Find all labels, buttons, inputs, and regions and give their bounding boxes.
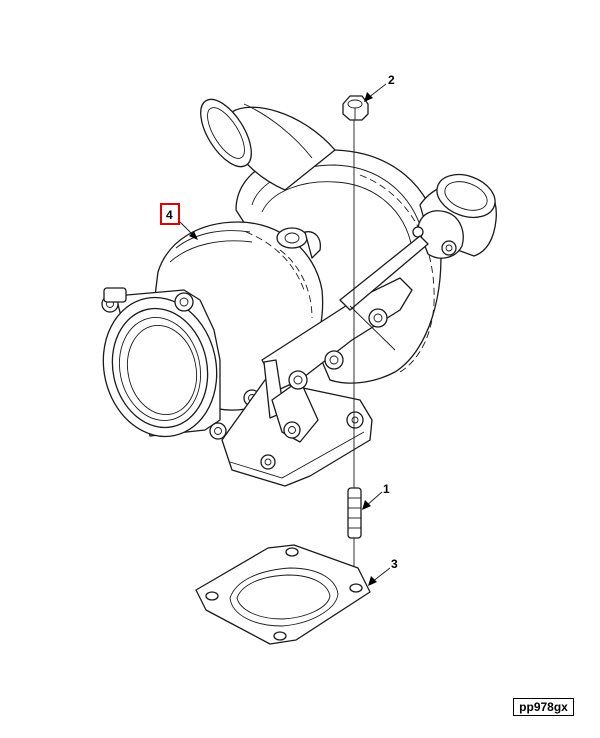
gasket-part-3 xyxy=(195,544,371,645)
wastegate-actuator xyxy=(412,173,497,259)
flange-bolts xyxy=(101,287,261,440)
compressor-inlet-flange xyxy=(102,289,221,438)
nut-part-2 xyxy=(342,95,369,121)
callout-2: 2 xyxy=(364,73,395,102)
callout-4-label: 4 xyxy=(166,208,173,222)
compressor-outlet-pipe xyxy=(200,98,336,191)
callout-2-label: 2 xyxy=(388,73,395,87)
callout-4: 4 xyxy=(160,203,198,240)
callout-1-label: 1 xyxy=(383,482,390,496)
actuator-rod xyxy=(339,235,429,351)
reference-code-label: pp978gx xyxy=(513,698,574,716)
wastegate-bracket xyxy=(261,277,413,443)
stud-part-1 xyxy=(347,120,362,600)
callout-4-highlight-box xyxy=(160,203,180,225)
callout-3: 3 xyxy=(368,557,398,586)
callout-3-label: 3 xyxy=(391,557,398,571)
callout-1: 1 xyxy=(362,482,390,510)
